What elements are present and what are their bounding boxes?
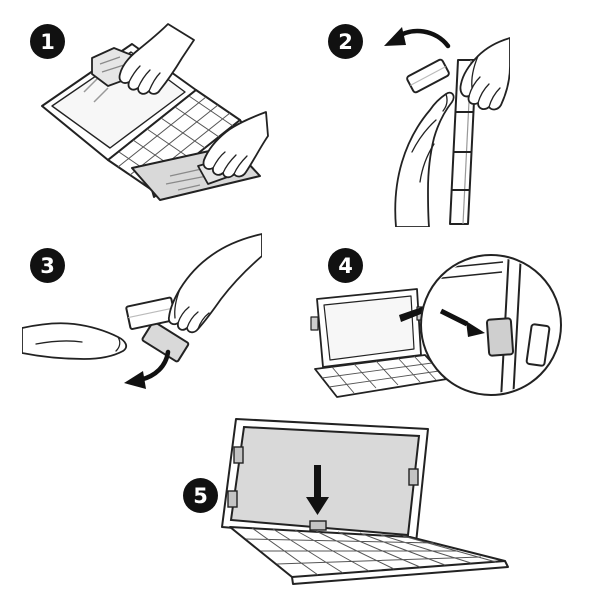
adhesive-tab <box>125 296 177 330</box>
right-hand <box>167 233 262 334</box>
step-3-illustration-remove-backing <box>22 233 262 389</box>
step-1-illustration-clean-screen <box>41 23 269 201</box>
hand-wiping-sheet <box>202 111 269 179</box>
step-2-illustration-peel-strip <box>384 27 510 227</box>
step-4-illustration-attach-tab <box>310 254 562 398</box>
down-arrow-icon <box>306 465 329 515</box>
peel-direction-arrow-icon <box>384 27 451 49</box>
step-5-badge: 5 <box>183 478 218 513</box>
step-2-badge: 2 <box>328 24 363 59</box>
laptop-base <box>229 526 509 585</box>
peeled-tab <box>406 58 450 94</box>
attached-tab <box>485 317 515 357</box>
left-hand <box>394 91 455 227</box>
step-3-badge: 3 <box>30 248 65 283</box>
privacy-filter <box>229 425 421 537</box>
pointer-arrowhead-icon <box>466 321 485 337</box>
filter-tabs <box>227 446 419 531</box>
callout-wedge <box>399 306 426 322</box>
keyboard-keys <box>245 527 497 576</box>
screen-edge-tab <box>310 316 319 331</box>
step-5-illustration-place-filter <box>221 418 509 585</box>
pointer-arrow-icon <box>439 308 469 327</box>
keyboard-keys <box>321 355 440 394</box>
right-hand <box>459 37 510 111</box>
step-1-badge: 1 <box>30 24 65 59</box>
peel-arrow-icon <box>124 349 171 389</box>
hand-wiping-screen <box>118 23 195 95</box>
backing-strip <box>141 320 190 363</box>
screen-reflection <box>83 77 109 103</box>
left-hand <box>22 322 128 360</box>
second-tab <box>525 323 551 367</box>
magnifier-circle <box>420 254 562 396</box>
step-4-badge: 4 <box>328 248 363 283</box>
